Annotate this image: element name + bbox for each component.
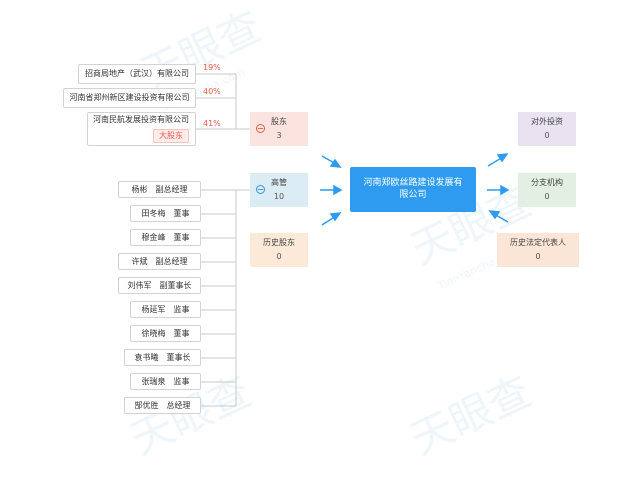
shareholder-item[interactable]: 河南民航发展投资有限公司 大股东 [87,112,196,146]
category-count: 3 [276,131,282,140]
category-label: 历史股东 [263,238,295,247]
shareholder-item[interactable]: 河南省郑州新区建设投资有限公司 [63,88,196,108]
category-count: 0 [535,252,541,261]
executive-name: 杨延军 [141,304,166,314]
category-history-shareholders[interactable]: 历史股东 0 [250,233,308,267]
category-shareholders[interactable]: − 股东 3 [250,112,308,146]
executive-name: 穆金峰 [141,232,166,242]
executive-item[interactable]: 杨彬副总经理 [118,181,201,198]
executive-item[interactable]: 刘伟军副董事长 [118,277,201,294]
category-label: 分支机构 [531,178,563,187]
executive-name: 田冬梅 [141,208,166,218]
executive-role: 董事 [173,232,190,242]
executive-name: 张瑞泉 [141,376,166,386]
category-label: 股东 [271,117,287,126]
executive-role: 总经理 [166,400,191,410]
executive-item[interactable]: 杨延军监事 [130,301,201,318]
category-count: 0 [544,192,550,201]
category-count: 0 [544,131,550,140]
shareholder-name: 河南省郑州新区建设投资有限公司 [69,93,190,102]
executive-name: 杨彬 [131,184,148,194]
shareholder-percent: 40% [203,87,221,96]
executive-role: 董事 [173,208,190,218]
major-shareholder-badge: 大股东 [153,129,189,143]
category-branches[interactable]: 分支机构 0 [518,173,576,207]
executive-role: 副董事长 [159,280,192,290]
company-node[interactable]: 河南郑欧丝路建设发展有限公司 [350,167,476,212]
category-history-legal-rep[interactable]: 历史法定代表人 0 [497,233,579,267]
executive-name: 袁书曦 [134,352,159,362]
company-name: 河南郑欧丝路建设发展有限公司 [363,178,463,200]
executive-role: 董事 [173,328,190,338]
executive-name: 许斌 [131,256,148,266]
category-executives[interactable]: − 高管 10 [250,173,308,207]
executive-role: 副总经理 [155,256,188,266]
executive-role: 监事 [173,304,190,314]
shareholder-name: 河南民航发展投资有限公司 [93,115,189,124]
shareholder-percent: 41% [203,119,221,128]
category-count: 0 [276,252,282,261]
executive-name: 徐晓梅 [141,328,166,338]
executive-item[interactable]: 郜优胜总经理 [124,397,201,414]
executive-item[interactable]: 袁书曦董事长 [124,349,201,366]
shareholder-item[interactable]: 招商局地产（武汉）有限公司 [78,64,196,84]
category-investments[interactable]: 对外投资 0 [518,112,576,146]
shareholder-percent: 19% [203,63,221,72]
executive-role: 副总经理 [155,184,188,194]
executive-role: 监事 [173,376,190,386]
executive-role: 董事长 [166,352,191,362]
collapse-toggle-icon[interactable]: − [256,124,265,133]
executive-item[interactable]: 张瑞泉监事 [130,373,201,390]
category-count: 10 [273,192,285,201]
executive-name: 刘伟军 [127,280,152,290]
executive-item[interactable]: 田冬梅董事 [130,205,201,222]
executive-item[interactable]: 穆金峰董事 [130,229,201,246]
collapse-toggle-icon[interactable]: − [256,185,265,194]
category-label: 高管 [271,178,287,187]
executive-item[interactable]: 徐晓梅董事 [130,325,201,342]
executive-item[interactable]: 许斌副总经理 [118,253,201,270]
category-label: 对外投资 [531,117,563,126]
shareholder-name: 招商局地产（武汉）有限公司 [85,69,189,78]
category-label: 历史法定代表人 [510,238,566,247]
executive-name: 郜优胜 [134,400,159,410]
